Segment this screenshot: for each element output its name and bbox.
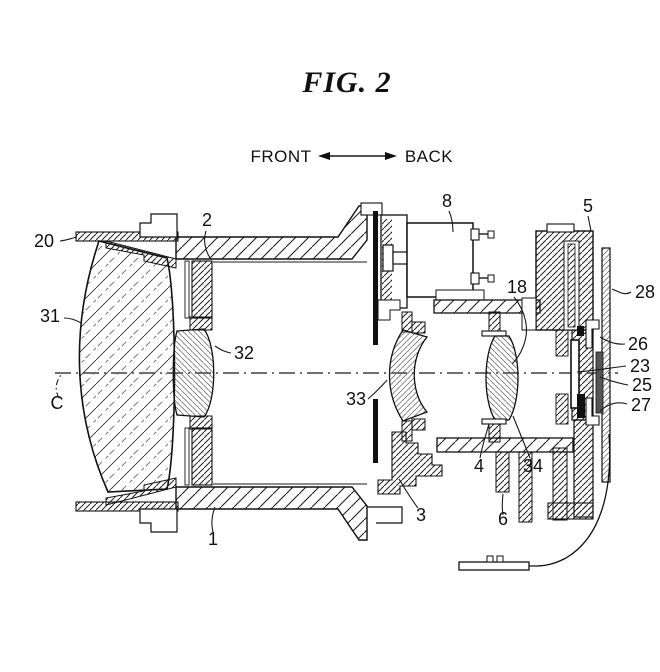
- motor-terminal-top: [470, 228, 480, 241]
- barrel-step-bottom-left: [139, 508, 178, 533]
- rear-mount-slot-bar: [567, 243, 576, 328]
- lead-screw-cap: [382, 244, 394, 272]
- part-labels: 20 31 C 2 32 33 1 3 8 18 4 34 6 5 28 26 …: [34, 191, 655, 549]
- lens-34-bottom-cap: [481, 418, 507, 425]
- barrel-top-wall: [175, 205, 368, 260]
- lens-32-glass: [172, 328, 215, 418]
- motor-base: [435, 289, 485, 301]
- sensor-25: [595, 351, 604, 414]
- part-label-3: 3: [416, 505, 426, 525]
- part-label-33: 33: [346, 389, 366, 409]
- part-label-31: 31: [40, 306, 60, 326]
- lens-holder-lower-wall: [191, 427, 213, 486]
- part-label-25: 25: [632, 375, 652, 395]
- guide-plate-lower: [373, 399, 378, 463]
- barrel-top-bracket: [360, 202, 383, 216]
- flex-cable-curve: [528, 433, 611, 567]
- frame-wall-a: [518, 451, 533, 523]
- sensor-stack: [458, 247, 611, 571]
- barrel-bottom-bracket: [367, 506, 403, 524]
- part-label-5: 5: [583, 196, 593, 216]
- front-flange-20-top: [75, 231, 179, 242]
- part-label-34: 34: [523, 456, 543, 476]
- holder-gap-lower: [184, 427, 190, 486]
- part-label-23: 23: [630, 356, 650, 376]
- part-label-2: 2: [202, 210, 212, 230]
- front-direction-label: FRONT: [250, 147, 311, 166]
- terminal-pin-bottom: [487, 274, 495, 283]
- barrel-step-top-left: [139, 213, 178, 238]
- retainer-ring-bottom: [105, 477, 177, 506]
- motor-terminal-bottom: [470, 272, 480, 285]
- connector-tab-b: [496, 555, 504, 563]
- leader-lines: [55, 210, 632, 533]
- part-label-6: 6: [498, 509, 508, 529]
- part-label-1: 1: [208, 529, 218, 549]
- part-label-28: 28: [635, 282, 655, 302]
- motor-assembly: [373, 211, 541, 463]
- lens-32-top-mount: [189, 316, 213, 331]
- bracket-27: [585, 397, 600, 426]
- filter-23-glass: [570, 339, 580, 409]
- lens-33-top-mount-a: [401, 311, 413, 333]
- flex-connector: [458, 561, 530, 571]
- motor-8-body: [406, 222, 474, 298]
- rear-bracket-lower: [555, 393, 569, 425]
- figure-title: FIG. 2: [301, 66, 391, 99]
- seal-bottom: [577, 394, 585, 418]
- holder-gap-upper: [184, 260, 190, 319]
- front-flange-bottom: [75, 501, 179, 512]
- frame-wall-b: [552, 447, 568, 521]
- part-label-4: 4: [474, 456, 484, 476]
- barrel-bottom-wall: [175, 486, 368, 541]
- back-direction-label: BACK: [405, 147, 453, 166]
- guide-plate-upper: [373, 211, 378, 345]
- retainer-ring-top: [105, 240, 177, 269]
- part-label-26: 26: [628, 334, 648, 354]
- rear-bracket-upper: [555, 329, 569, 357]
- front-lens-31-glass: [78, 240, 176, 493]
- middle-lens-group: [377, 299, 443, 495]
- part-label-C: C: [51, 393, 64, 413]
- connector-tab-a: [486, 555, 494, 563]
- shutter-step-top: [377, 299, 401, 321]
- lens-32-bottom-mount: [189, 415, 213, 430]
- terminal-pin-top: [487, 230, 495, 239]
- part-label-27: 27: [631, 395, 651, 415]
- front-back-arrow: [318, 152, 397, 160]
- rear-bottom-connect: [547, 502, 594, 520]
- part-label-32: 32: [234, 343, 254, 363]
- lens-34-top-stub: [488, 311, 501, 334]
- part-label-20: 20: [34, 231, 54, 251]
- lens-34-top-cap: [481, 330, 507, 337]
- rear-mount-top-step: [546, 223, 575, 233]
- main-barrel: [75, 202, 403, 541]
- rear-lens-group: [436, 311, 574, 523]
- lens-holder-upper-wall: [191, 260, 213, 319]
- lens-33-glass: [388, 329, 429, 422]
- lens-33-bottom-mount-a: [401, 420, 413, 442]
- front-lens-group: [78, 240, 215, 493]
- part-label-18: 18: [507, 277, 527, 297]
- seal-top: [577, 326, 584, 336]
- bracket-26: [585, 319, 600, 349]
- lens-33-bottom-mount-b: [411, 418, 426, 431]
- lens-34-glass: [485, 335, 519, 421]
- stem-6: [495, 451, 510, 493]
- part-label-8: 8: [442, 191, 452, 211]
- moving-barrel-3: [377, 431, 443, 495]
- lens-33-top-mount-b: [411, 321, 426, 334]
